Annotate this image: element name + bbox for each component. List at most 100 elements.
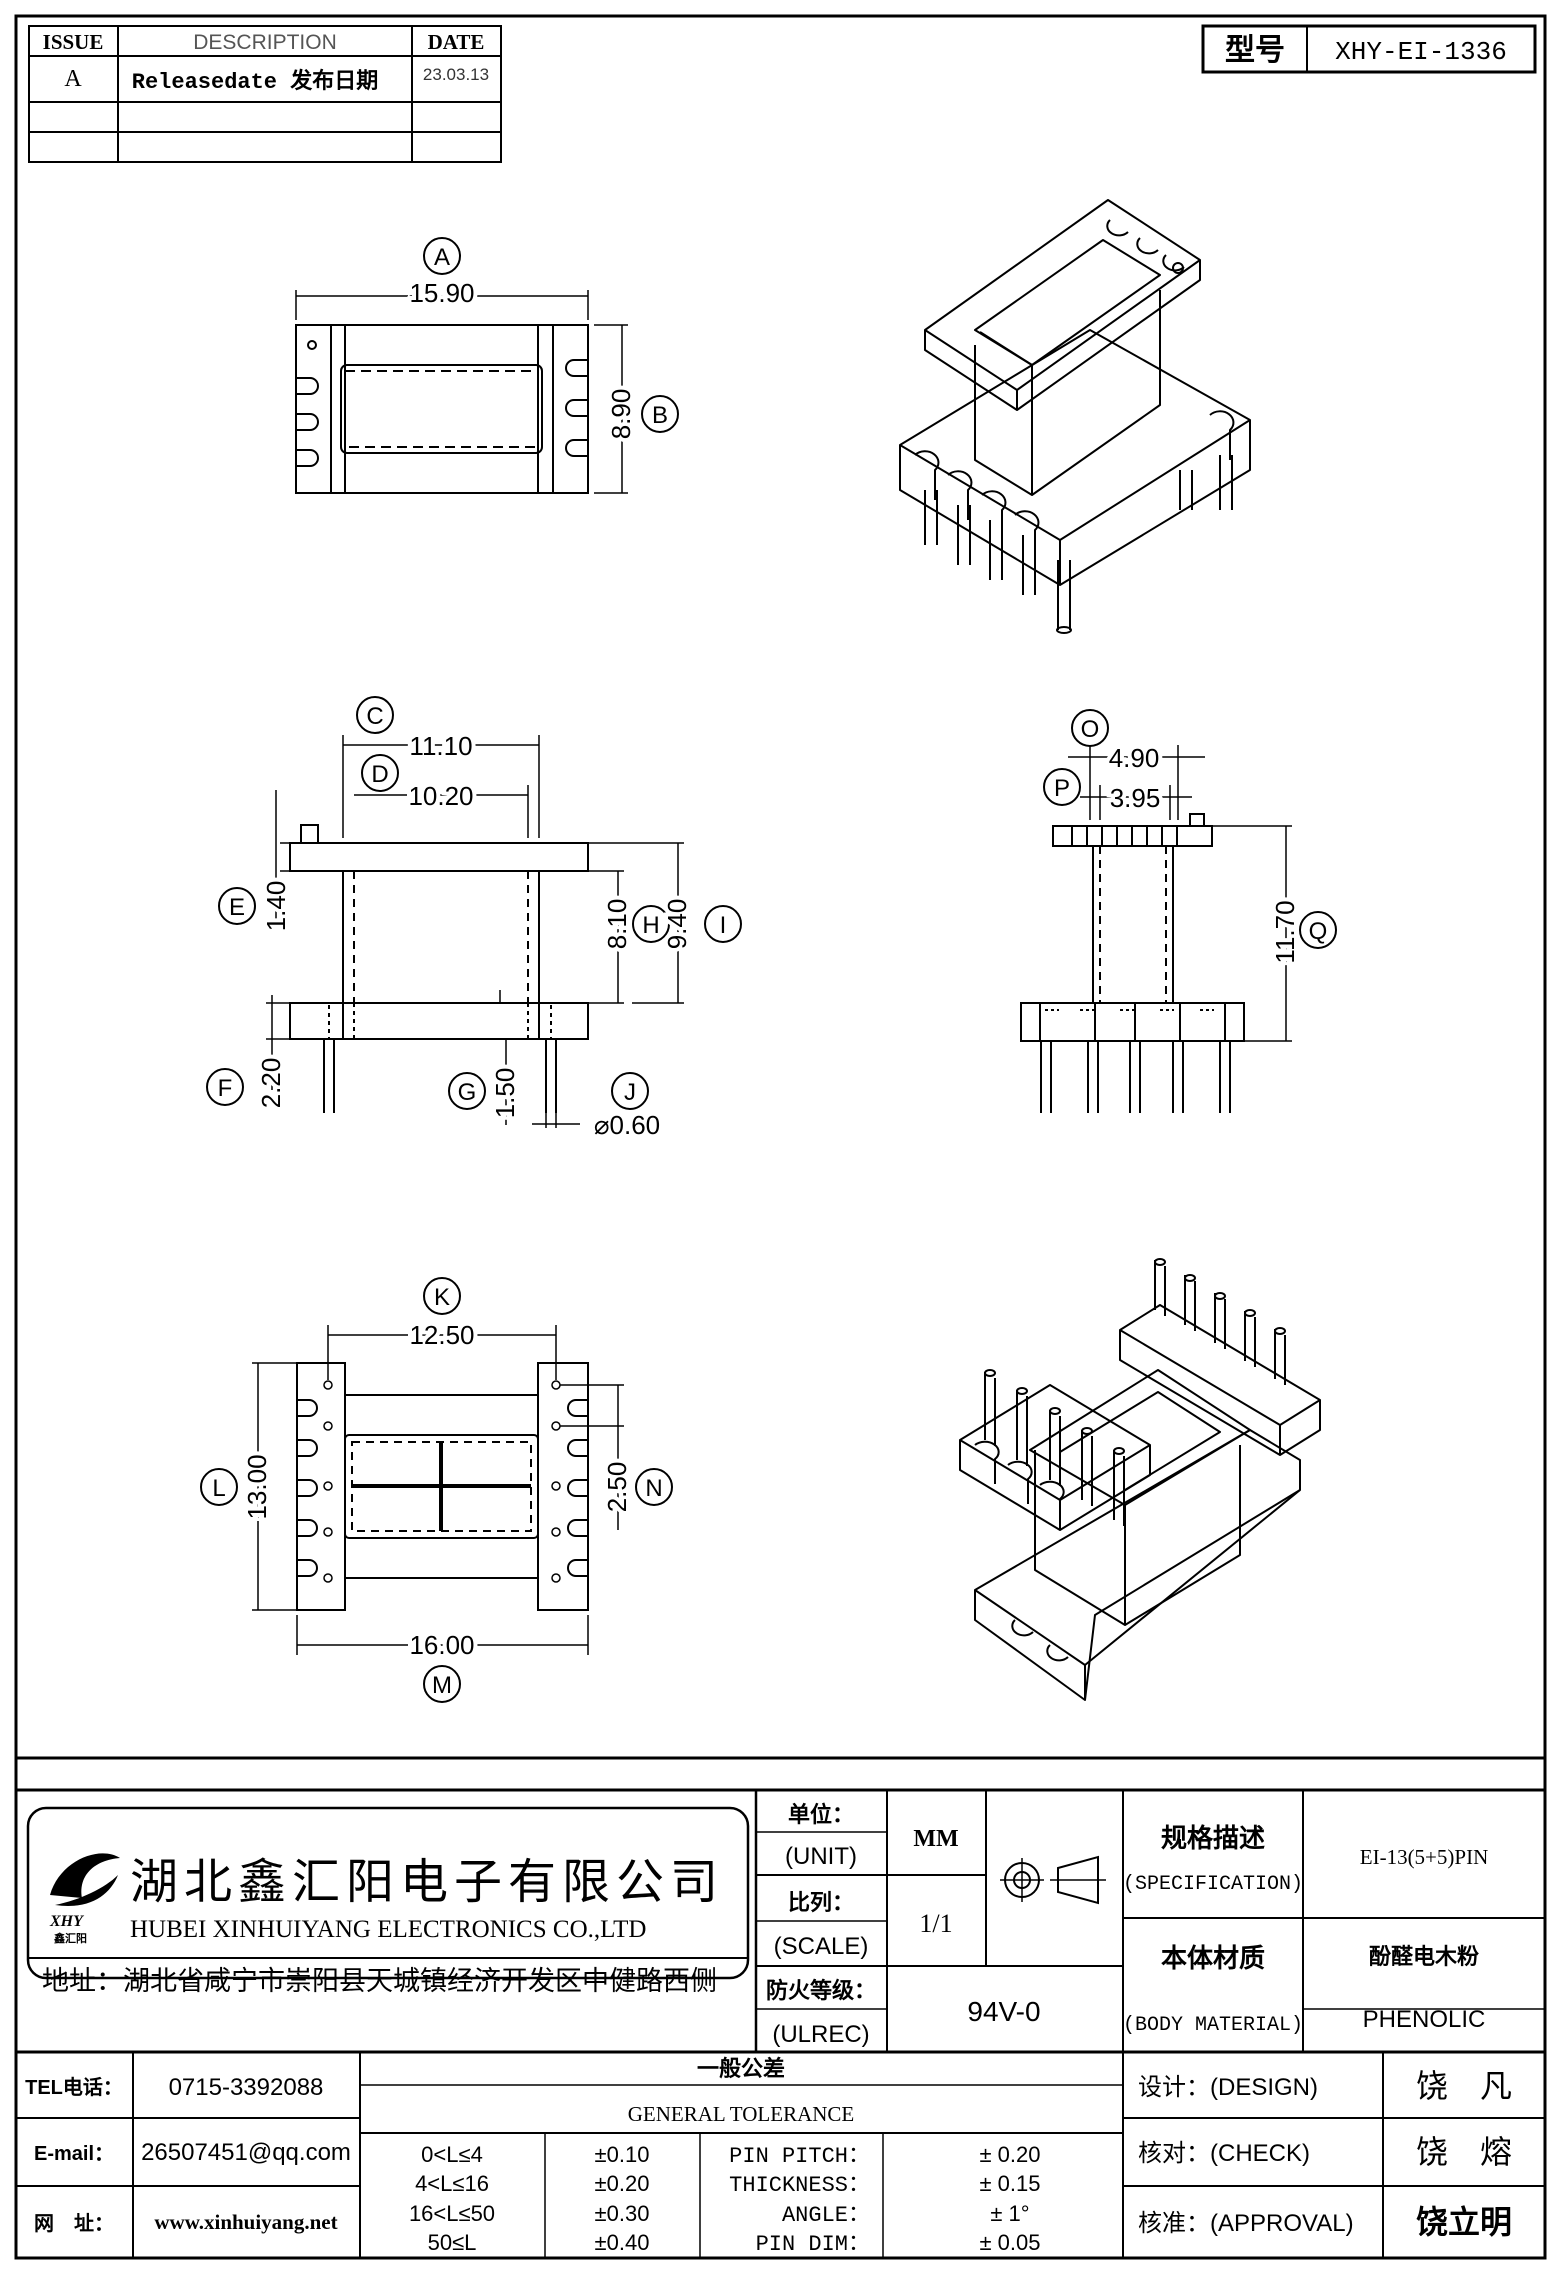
scale-value: 1/1: [919, 1909, 952, 1938]
dim-D-value: 10.20: [408, 781, 473, 811]
approval-value: 饶立明: [1416, 2204, 1512, 2240]
material-label: 本体材质: [1161, 1943, 1265, 1973]
tol-item-2: THICKNESS：: [729, 2173, 870, 2198]
sheet-border: [14, 14, 1547, 2260]
dim-I-value: 9.40: [662, 899, 692, 950]
email-value: 26507451@qq.com: [141, 2139, 351, 2166]
dim-Q-label: Q: [1309, 918, 1328, 945]
rev-header-issue: ISSUE: [43, 30, 104, 54]
tol-value-3: ±0.30: [595, 2201, 650, 2226]
tel-value: 0715-3392088: [169, 2074, 324, 2101]
dim-N-label: N: [645, 1475, 662, 1502]
tol-value-1: ±0.10: [595, 2142, 650, 2167]
logo-text: XHY: [49, 1913, 84, 1930]
material-label-en: (BODY MATERIAL): [1123, 2014, 1303, 2037]
tol-range-4: 50≤L: [428, 2230, 477, 2255]
scale-label-en: (SCALE): [774, 1933, 869, 1960]
company-name-en: HUBEI XINHUIYANG ELECTRONICS CO.,LTD: [130, 1916, 646, 1943]
model-label: 型号: [1225, 34, 1285, 67]
tol-val-2: ± 0.15: [979, 2171, 1040, 2196]
model-value: XHY-EI-1336: [1335, 37, 1507, 67]
spec-label-en: (SPECIFICATION): [1123, 1873, 1303, 1896]
ulrec-label-en: (ULREC): [772, 2021, 869, 2048]
model-box: [1201, 24, 1537, 74]
material-en: PHENOLIC: [1363, 2006, 1486, 2033]
bottom-view: [200, 1277, 673, 1703]
unit-value: MM: [913, 1826, 958, 1852]
dim-O-value: 4.90: [1109, 743, 1160, 773]
front-view: [206, 696, 742, 1128]
rev-row-description: Releasedate 发布日期: [132, 68, 378, 95]
dim-E-value: 1.40: [261, 881, 291, 932]
design-label: 设计：(DESIGN): [1138, 2074, 1318, 2101]
dim-B-label: B: [652, 402, 668, 429]
tol-item-3: ANGLE：: [782, 2203, 870, 2228]
rev-header-date: DATE: [428, 30, 485, 54]
unit-label: 单位：: [788, 1802, 854, 1827]
dim-G-value: 1.50: [490, 1068, 520, 1119]
spec-value: EI-13(5+5)PIN: [1360, 1845, 1488, 1869]
design-value: 饶 凡: [1416, 2068, 1512, 2104]
tolerance-title-en: GENERAL TOLERANCE: [628, 2102, 855, 2126]
unit-label-en: (UNIT): [785, 1843, 857, 1870]
dim-C-label: C: [366, 703, 383, 730]
dim-J-value: ⌀0.60: [594, 1110, 660, 1140]
rev-header-description: DESCRIPTION: [193, 31, 337, 54]
material-cn: 酚醛电木粉: [1369, 1944, 1479, 1969]
dim-L-value: 13.00: [242, 1454, 272, 1519]
tol-item-4: PIN DIM：: [756, 2232, 870, 2257]
tol-val-3: ± 1°: [990, 2201, 1029, 2226]
dim-M-value: 16.00: [409, 1630, 474, 1660]
rev-row-date: 23.03.13: [423, 65, 489, 84]
check-label: 核对：(CHECK): [1138, 2140, 1310, 2167]
logo-subtext: 鑫汇阳: [53, 1931, 87, 1945]
dim-I-label: I: [720, 912, 727, 939]
spec-label: 规格描述: [1161, 1823, 1265, 1853]
dim-M-label: M: [432, 1672, 452, 1699]
tolerance-rows: 0<L≤4 ±0.10 PIN PITCH： ± 0.20 4<L≤16 ±0.…: [409, 2142, 1041, 2257]
dim-A-value: 15.90: [409, 278, 474, 308]
web-value: www.xinhuiyang.net: [154, 2210, 337, 2234]
ulrec-label: 防火等级：: [766, 1978, 876, 2003]
scale-label: 比列：: [788, 1890, 854, 1915]
check-value: 饶 熔: [1416, 2134, 1512, 2170]
dim-P-label: P: [1054, 775, 1070, 802]
dim-F-value: 2.20: [256, 1058, 286, 1109]
iso-view-top: [899, 199, 1251, 634]
tol-range-1: 0<L≤4: [421, 2142, 483, 2167]
tol-val-4: ± 0.05: [979, 2230, 1040, 2255]
tol-range-2: 4<L≤16: [415, 2171, 489, 2196]
company-logo: XHY 鑫汇阳: [49, 1853, 120, 1945]
tol-value-2: ±0.20: [595, 2171, 650, 2196]
company-address: 地址：湖北省咸宁市崇阳县天城镇经济开发区中健路西侧: [42, 1966, 717, 1996]
side-view: [1020, 709, 1337, 1113]
dim-E-label: E: [229, 894, 245, 921]
dim-L-label: L: [212, 1475, 225, 1502]
dim-H-label: H: [642, 912, 659, 939]
dim-F-label: F: [218, 1075, 233, 1102]
tel-label: TEL电话：: [25, 2076, 123, 2099]
tol-item-1: PIN PITCH：: [729, 2144, 870, 2169]
ulrec-value: 94V-0: [967, 1996, 1040, 2027]
dim-N-value: 2.50: [602, 1462, 632, 1513]
iso-view-bottom: [959, 1258, 1321, 1701]
company-name-cn: 湖北鑫汇阳电子有限公司: [130, 1856, 724, 1909]
rev-row-issue: A: [64, 66, 82, 92]
dim-K-label: K: [434, 1284, 450, 1311]
revision-table: [28, 25, 502, 163]
tolerance-title-cn: 一般公差: [697, 2056, 785, 2081]
dim-K-value: 12.50: [409, 1320, 474, 1350]
tol-val-1: ± 0.20: [979, 2142, 1040, 2167]
email-label: E-mail：: [34, 2143, 114, 2165]
tol-range-3: 16<L≤50: [409, 2201, 495, 2226]
dim-H-value: 8.10: [602, 899, 632, 950]
dim-D-label: D: [371, 761, 388, 788]
dim-B-value: 8.90: [606, 389, 636, 440]
dim-O-label: O: [1081, 716, 1100, 743]
title-block: [16, 1756, 1545, 2258]
dim-A-label: A: [434, 244, 450, 271]
dim-C-value: 11.10: [409, 731, 472, 761]
dim-G-label: G: [458, 1079, 477, 1106]
top-view: [295, 237, 679, 494]
